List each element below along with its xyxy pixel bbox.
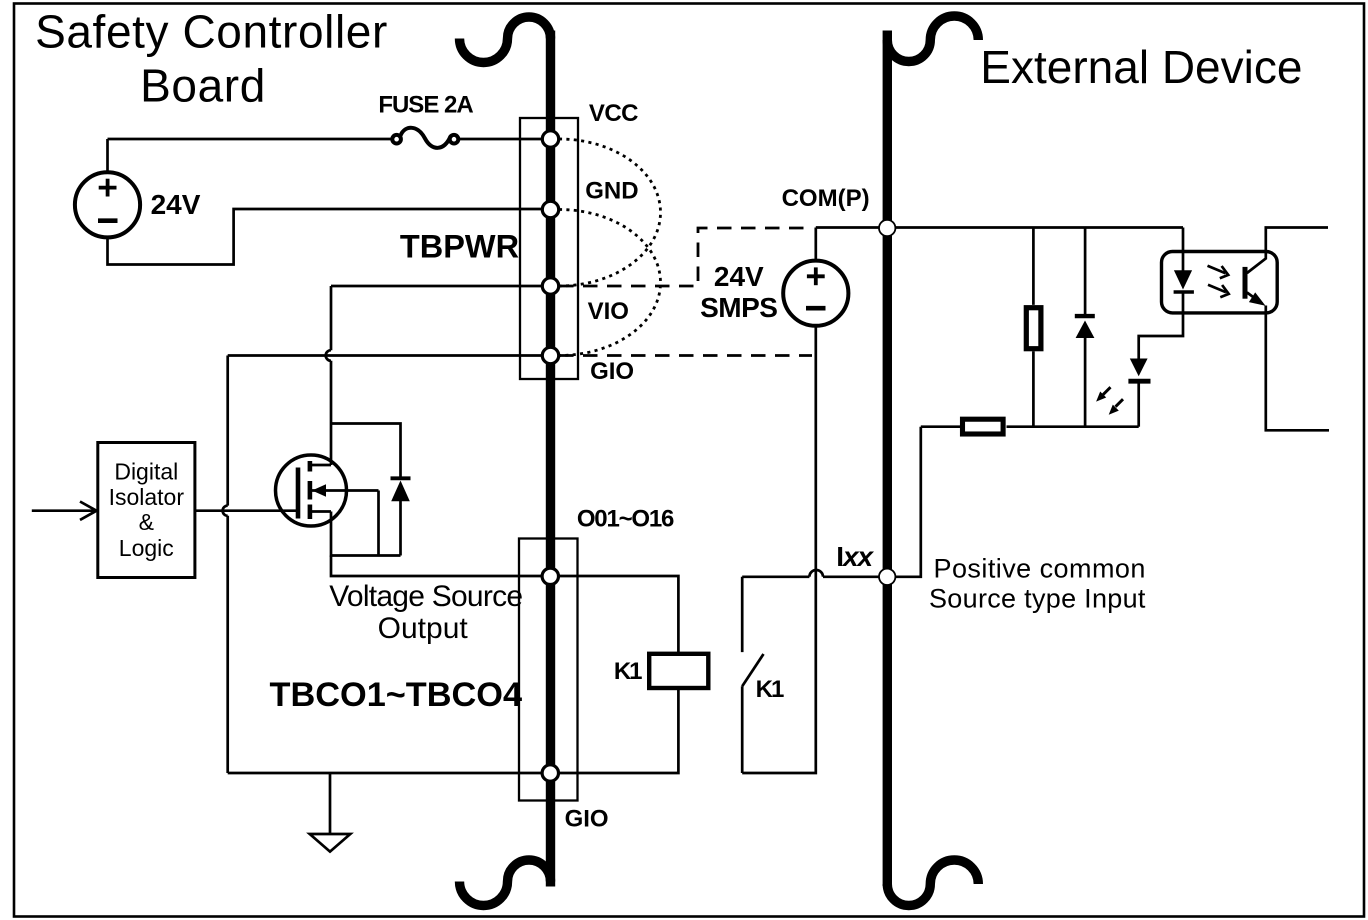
svg-text:Source type Input: Source type Input xyxy=(929,584,1146,614)
svg-text:24V: 24V xyxy=(714,261,764,292)
svg-text:COM(P): COM(P) xyxy=(782,185,870,212)
svg-text:SMPS: SMPS xyxy=(700,292,777,323)
svg-text:TBCO1~TBCO4: TBCO1~TBCO4 xyxy=(270,676,523,714)
svg-text:K1: K1 xyxy=(756,676,784,703)
svg-text:Board: Board xyxy=(140,59,266,111)
svg-text:Logic: Logic xyxy=(119,535,174,561)
svg-text:Voltage Source: Voltage Source xyxy=(329,580,522,613)
svg-text:VIO: VIO xyxy=(588,298,629,325)
svg-text:Ixx: Ixx xyxy=(836,541,874,572)
svg-text:K1: K1 xyxy=(614,658,642,685)
svg-text:External Device: External Device xyxy=(980,41,1302,93)
svg-text:FUSE 2A: FUSE 2A xyxy=(378,92,473,119)
svg-text:GIO: GIO xyxy=(590,358,634,385)
svg-text:Isolator: Isolator xyxy=(109,484,185,510)
svg-text:GND: GND xyxy=(585,178,638,205)
svg-text:Safety Controller: Safety Controller xyxy=(35,6,388,58)
svg-text:24V: 24V xyxy=(151,189,201,220)
svg-text:GIO: GIO xyxy=(565,806,609,833)
svg-text:&: & xyxy=(139,509,154,535)
svg-text:Output: Output xyxy=(378,612,469,645)
svg-text:Positive common: Positive common xyxy=(934,554,1146,584)
svg-text:TBPWR: TBPWR xyxy=(400,229,519,265)
svg-text:O01~O16: O01~O16 xyxy=(577,506,674,533)
svg-text:VCC: VCC xyxy=(589,100,638,127)
svg-text:Digital: Digital xyxy=(114,459,178,485)
